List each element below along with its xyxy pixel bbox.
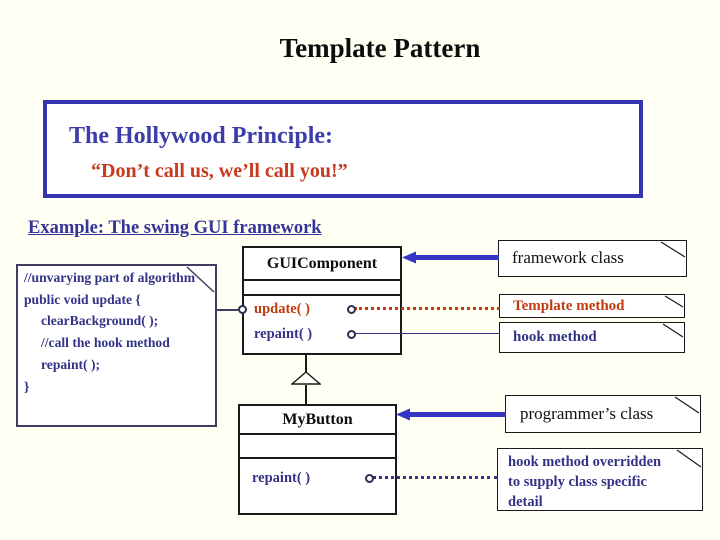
methods-compartment: update( ) repaint( )	[244, 296, 400, 347]
note-fold-icon	[664, 295, 684, 308]
note-fold-icon	[662, 323, 684, 338]
connector-repaint-to-hook-note	[354, 333, 500, 334]
class-mybutton: MyButton repaint( )	[238, 404, 397, 515]
compartment-divider	[244, 279, 400, 281]
compartment-divider	[240, 457, 395, 459]
code-line: clearBackground( );	[41, 313, 159, 329]
note-label-line: to supply class specific	[508, 474, 647, 490]
attributes-compartment-empty	[240, 435, 395, 457]
note-label-line: detail	[508, 494, 543, 510]
note-hook-method: hook method	[499, 322, 685, 353]
method-repaint: repaint( )	[254, 326, 313, 342]
connector-repaint-to-override-note	[372, 476, 498, 479]
hollywood-quote: “Don’t call us, we’ll call you!”	[91, 160, 348, 182]
method-update: update( )	[254, 301, 310, 317]
hollywood-heading: The Hollywood Principle:	[69, 123, 333, 149]
compartment-divider	[240, 433, 395, 435]
lollipop-circle-repaint-icon	[347, 330, 356, 339]
class-title: GUIComponent	[266, 255, 378, 272]
slide-title: Template Pattern	[279, 33, 481, 63]
note-label: hook method	[513, 329, 597, 345]
note-label-line: hook method overridden	[508, 454, 662, 470]
note-fold-icon	[676, 449, 702, 468]
methods-compartment: repaint( )	[240, 459, 395, 491]
inheritance-triangle-icon	[291, 371, 321, 385]
note-label: programmer’s class	[520, 404, 654, 423]
compartment-divider	[244, 294, 400, 296]
arrow-programmers-to-mybutton-icon	[396, 408, 506, 421]
note-template-method: Template method	[499, 294, 685, 318]
note-programmers-class: programmer’s class	[505, 395, 701, 433]
code-line: //unvarying part of algorithm	[24, 270, 196, 285]
class-guicomponent: GUIComponent update( ) repaint( )	[242, 246, 402, 355]
code-note-box: //unvarying part of algorithm public voi…	[16, 264, 217, 427]
note-fold-icon	[660, 241, 686, 258]
note-hook-overridden: hook method overridden to supply class s…	[497, 448, 703, 511]
code-line: repaint( );	[41, 356, 101, 372]
hollywood-callout-box: The Hollywood Principle: “Don’t call us,…	[43, 100, 643, 198]
note-framework-class: framework class	[498, 240, 687, 277]
note-label: Template method	[513, 298, 625, 314]
example-heading: Example: The swing GUI framework	[28, 218, 322, 238]
code-line: }	[24, 378, 30, 394]
method-repaint: repaint( )	[252, 470, 311, 486]
code-line: public void update {	[24, 291, 141, 307]
class-title: MyButton	[282, 411, 353, 428]
lollipop-circle-mybutton-repaint-icon	[365, 474, 374, 483]
lollipop-circle-update-right-icon	[347, 305, 356, 314]
code-line: //call the hook method	[41, 335, 170, 351]
lollipop-circle-update-left-icon	[238, 305, 247, 314]
note-fold-icon	[186, 266, 215, 293]
note-label: framework class	[512, 248, 624, 267]
arrow-framework-to-guicomponent-icon	[402, 251, 499, 264]
attributes-compartment-empty	[244, 281, 400, 294]
inheritance-line-lower	[305, 385, 307, 405]
note-fold-icon	[674, 396, 700, 414]
inheritance-line-upper	[305, 355, 307, 372]
connector-update-to-template-note	[354, 307, 500, 310]
connector-code-to-update	[217, 309, 238, 311]
